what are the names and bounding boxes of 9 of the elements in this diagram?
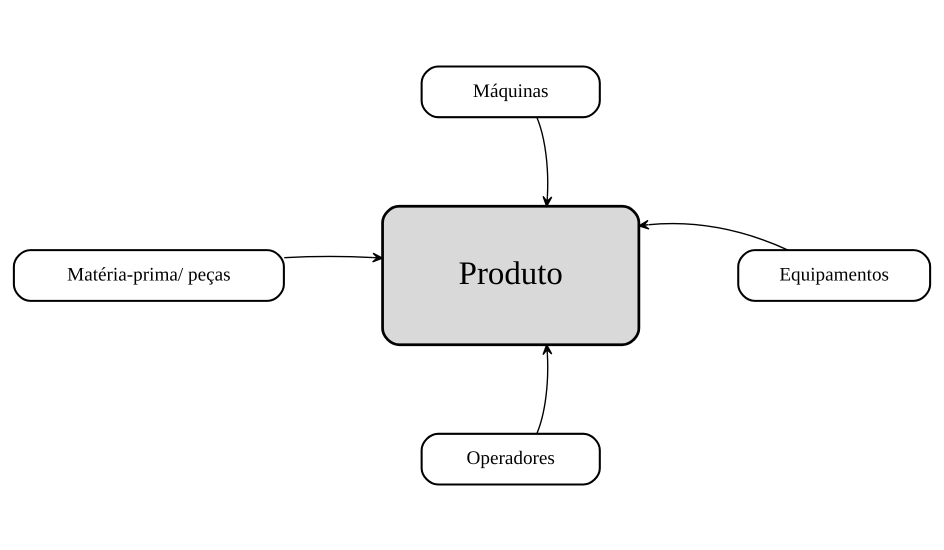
arrow bbox=[536, 116, 552, 206]
node-box: Equipamentos bbox=[737, 248, 932, 302]
arrow bbox=[284, 252, 384, 262]
node-box: Produto bbox=[381, 204, 640, 346]
arrow bbox=[638, 219, 788, 250]
arrow bbox=[536, 344, 552, 434]
node-box: Matéria-prima/ peças bbox=[12, 248, 285, 302]
node-box: Máquinas bbox=[420, 64, 601, 118]
node-box: Operadores bbox=[420, 432, 601, 486]
